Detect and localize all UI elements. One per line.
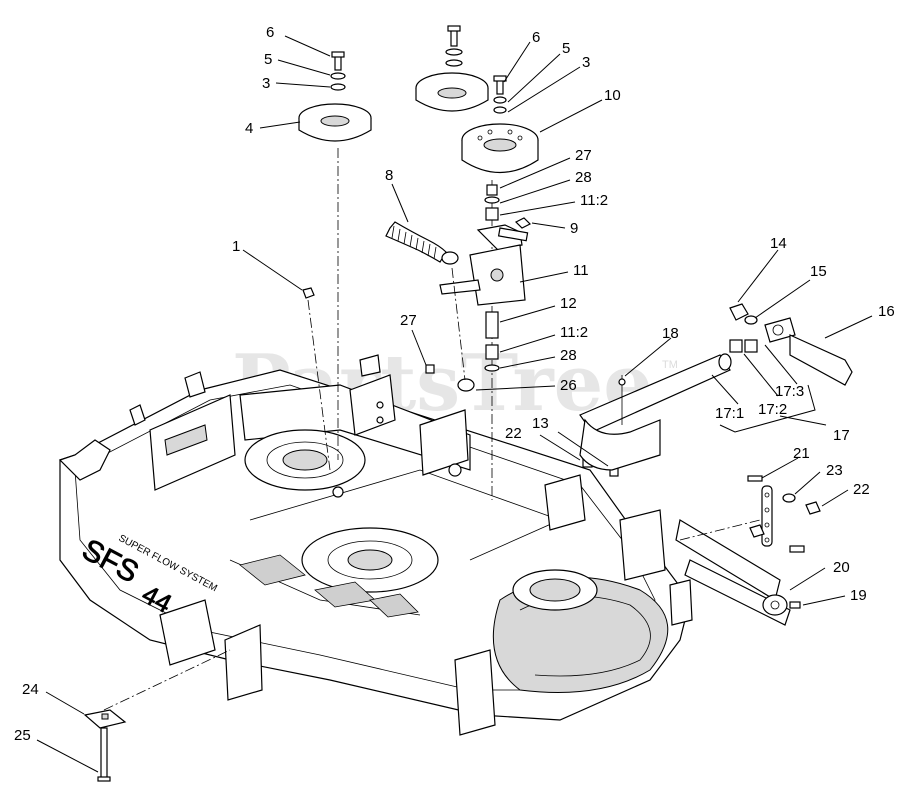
callout-5b: 5	[562, 40, 570, 57]
callout-6a: 6	[266, 24, 274, 41]
callout-28a: 28	[575, 169, 592, 186]
callout-17-2: 17:2	[758, 401, 787, 418]
callout-16: 16	[878, 303, 895, 320]
callout-3a: 3	[262, 75, 270, 92]
callout-11-2b: 11:2	[560, 324, 588, 341]
left-idler-pulley	[298, 51, 372, 460]
callout-28b: 28	[560, 347, 577, 364]
callout-6b: 6	[532, 29, 540, 46]
mower-deck: SUPER FLOW SYSTEM SFS 44	[58, 354, 693, 736]
callouts: 6 5 3 4 6 5 3 10 27 28 11:2 9 8 11 12 11…	[14, 24, 895, 744]
callout-27b: 27	[400, 312, 417, 329]
callout-17: 17	[833, 427, 850, 444]
callout-1: 1	[232, 238, 240, 255]
callout-25: 25	[14, 727, 31, 744]
center-idler-pulley	[415, 25, 489, 112]
callout-17-1: 17:1	[715, 405, 744, 422]
callout-22a: 22	[505, 425, 522, 442]
callout-27a: 27	[575, 147, 592, 164]
callout-14: 14	[770, 235, 787, 252]
callout-8: 8	[385, 167, 393, 184]
callout-11: 11	[573, 262, 589, 279]
callout-13: 13	[532, 415, 549, 432]
callout-22b: 22	[853, 481, 870, 498]
callout-5a: 5	[264, 51, 272, 68]
callout-23: 23	[826, 462, 843, 479]
callout-3b: 3	[582, 54, 590, 71]
callout-20: 20	[833, 559, 850, 576]
callout-19: 19	[850, 587, 867, 604]
idler-arm-assembly	[439, 184, 532, 372]
drive-pulley	[461, 75, 539, 500]
skid-plate-hardware	[83, 649, 231, 782]
callout-9: 9	[570, 220, 578, 237]
tension-spring	[385, 221, 475, 392]
callout-26: 26	[560, 377, 577, 394]
callout-18: 18	[662, 325, 679, 342]
front-hanger-assembly	[675, 475, 821, 626]
callout-24: 24	[22, 681, 39, 698]
callout-12: 12	[560, 295, 577, 312]
callout-17-3: 17:3	[775, 383, 804, 400]
callout-11-2a: 11:2	[580, 192, 608, 209]
leader-lines	[36, 35, 873, 773]
watermark-trademark: TM	[662, 359, 678, 371]
height-adjust-assembly	[579, 303, 853, 471]
callout-15: 15	[810, 263, 827, 280]
callout-21: 21	[793, 445, 810, 462]
callout-4: 4	[245, 120, 253, 137]
callout-10: 10	[604, 87, 621, 104]
